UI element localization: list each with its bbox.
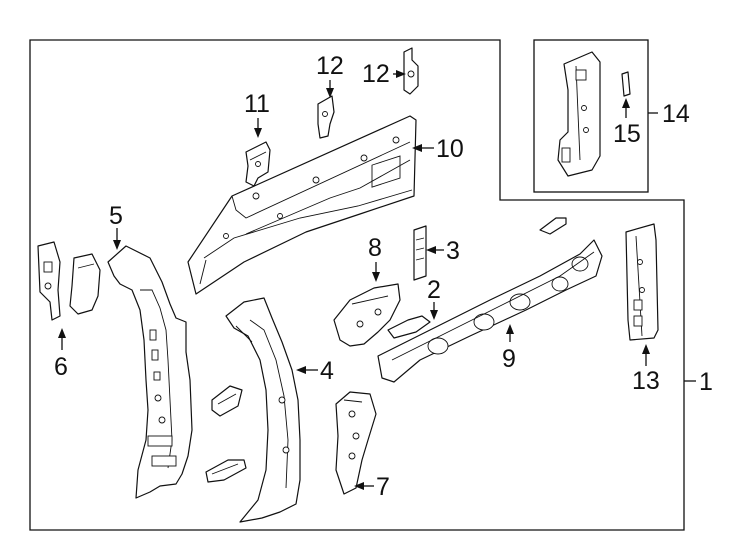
- part-12-bracket-upper: [403, 47, 419, 95]
- part-8-bracket: [333, 283, 401, 347]
- callout-15: 15: [613, 120, 641, 148]
- main-assembly-frame: [29, 39, 685, 531]
- callout-10: 10: [436, 135, 464, 163]
- callout-11: 11: [244, 90, 270, 118]
- part-7-lower-panel: [335, 391, 377, 495]
- part-12-bracket-lower: [317, 95, 335, 139]
- callout-7: 7: [376, 473, 390, 501]
- part-15-fastener: [621, 71, 631, 97]
- callout-12-upper: 12: [362, 60, 390, 88]
- part-3-small-plate: [413, 225, 427, 281]
- part-6-reinforcements: [37, 241, 101, 321]
- part-14-assembly: [557, 51, 601, 177]
- callout-12-lower: 12: [316, 52, 344, 80]
- leader-lines: [58, 70, 696, 490]
- inset-assembly-frame: [533, 39, 649, 193]
- callout-6: 6: [54, 353, 68, 381]
- part-5-pillar: [107, 245, 193, 499]
- part-2-strip: [387, 315, 431, 339]
- callout-8: 8: [368, 234, 382, 262]
- part-9-crossmember: [377, 239, 603, 383]
- part-10-upper-panel: [187, 115, 417, 295]
- callout-14: 14: [662, 100, 690, 128]
- callout-13: 13: [632, 367, 660, 395]
- callout-9: 9: [502, 345, 516, 373]
- callout-3: 3: [446, 237, 460, 265]
- part-13-rear-pillar: [625, 223, 659, 341]
- callout-5: 5: [109, 202, 123, 230]
- callout-4: 4: [320, 357, 334, 385]
- callout-1: 1: [699, 368, 713, 396]
- callout-2: 2: [427, 276, 441, 304]
- part-small-clip: [539, 217, 567, 235]
- part-11-bracket: [245, 141, 271, 187]
- mounting-pads: [205, 385, 247, 483]
- part-4-center-pillar: [225, 297, 301, 523]
